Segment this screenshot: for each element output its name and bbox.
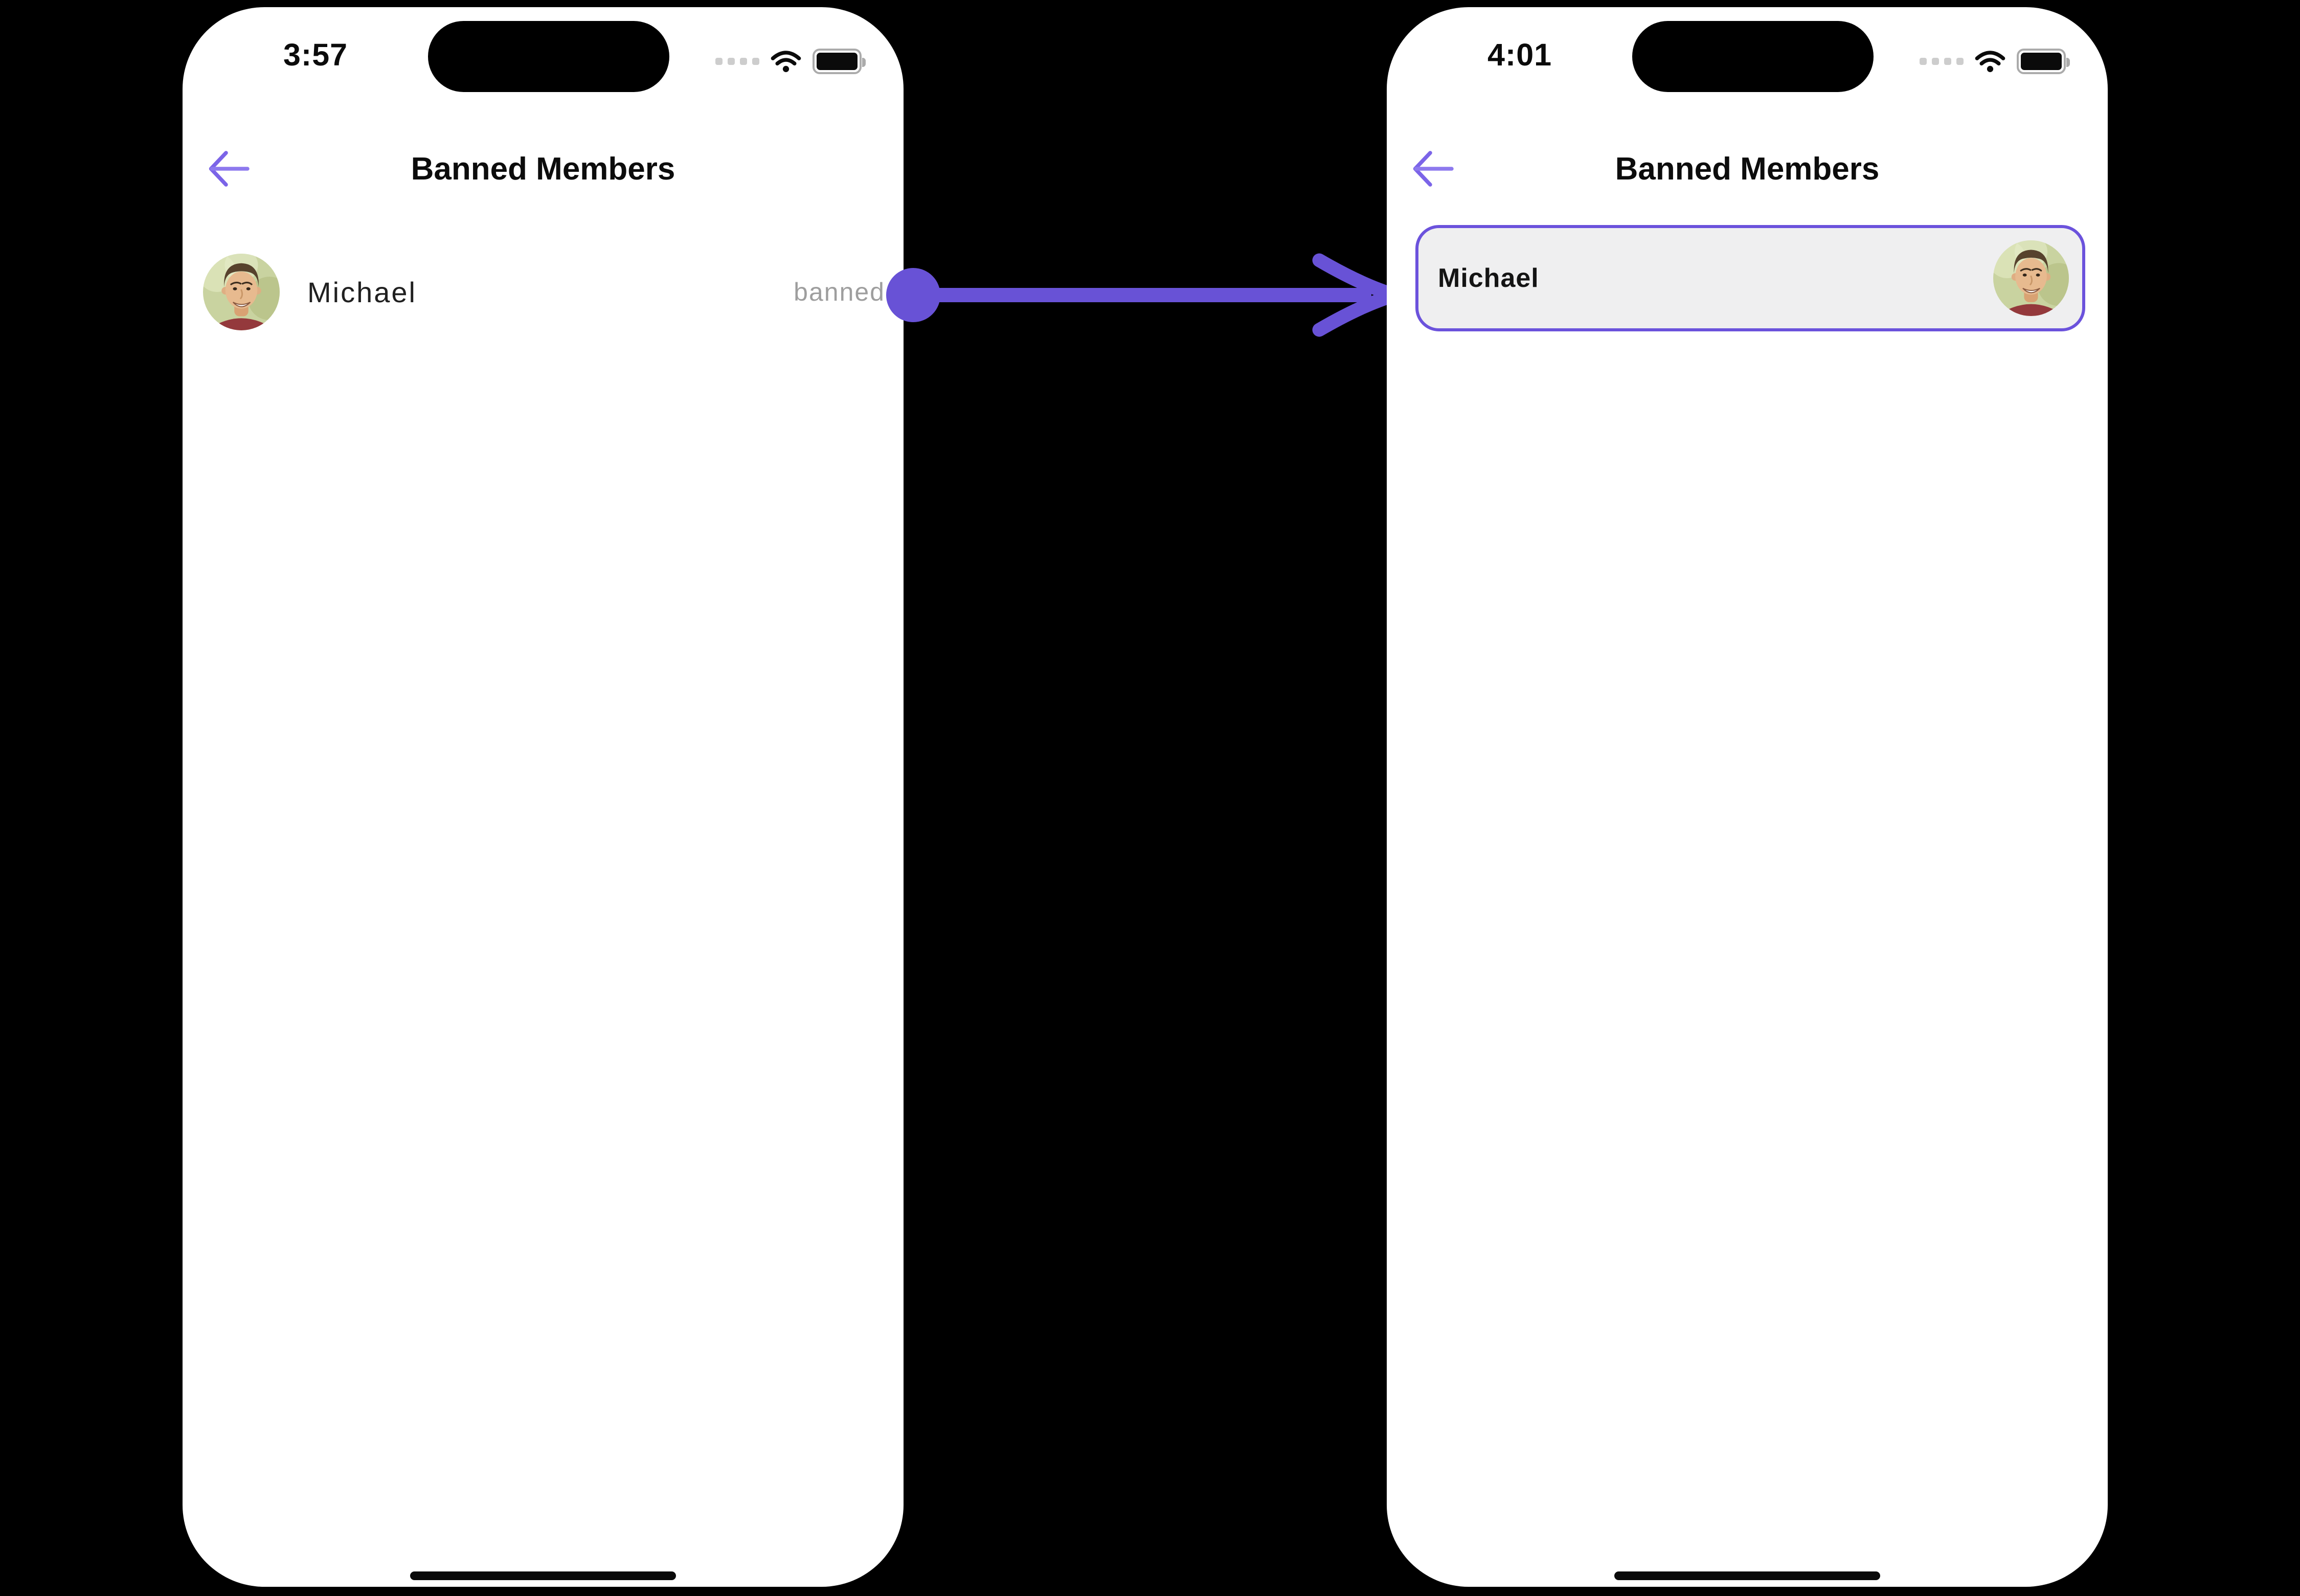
battery-icon: [813, 49, 866, 74]
iphone-frame-after: 4:01 Banned Members: [1387, 7, 2108, 1587]
app-header: Banned Members: [1387, 146, 2108, 192]
dynamic-island: [1632, 21, 1874, 92]
home-indicator: [410, 1571, 676, 1580]
status-icons: [1920, 46, 2070, 77]
avatar: [203, 254, 280, 330]
wifi-icon: [1975, 51, 2005, 73]
banned-member-row[interactable]: Michael banned: [183, 241, 904, 343]
avatar: [1993, 240, 2069, 316]
status-time: 3:57: [283, 37, 348, 72]
back-button[interactable]: [207, 148, 250, 189]
status-time: 4:01: [1487, 37, 1552, 72]
wifi-icon: [771, 51, 801, 73]
arrow-left-icon: [1413, 151, 1454, 187]
page-title: Banned Members: [411, 151, 675, 187]
member-name: Michael: [307, 276, 417, 308]
status-badge: banned: [794, 278, 885, 306]
member-name: Michael: [1438, 263, 1539, 293]
status-icons: [715, 46, 866, 77]
app-header: Banned Members: [183, 146, 904, 192]
back-button[interactable]: [1411, 148, 1454, 189]
iphone-frame-before: 3:57 Banned Members: [183, 7, 904, 1587]
home-indicator: [1614, 1571, 1880, 1580]
page-title: Banned Members: [1615, 151, 1880, 187]
cellular-dots-icon: [715, 58, 759, 65]
dynamic-island: [428, 21, 669, 92]
battery-icon: [2017, 49, 2070, 74]
flow-arrow: [886, 253, 1402, 337]
cellular-dots-icon: [1920, 58, 1964, 65]
arrow-left-icon: [209, 151, 250, 187]
banned-member-card-selected[interactable]: Michael: [1415, 225, 2085, 331]
